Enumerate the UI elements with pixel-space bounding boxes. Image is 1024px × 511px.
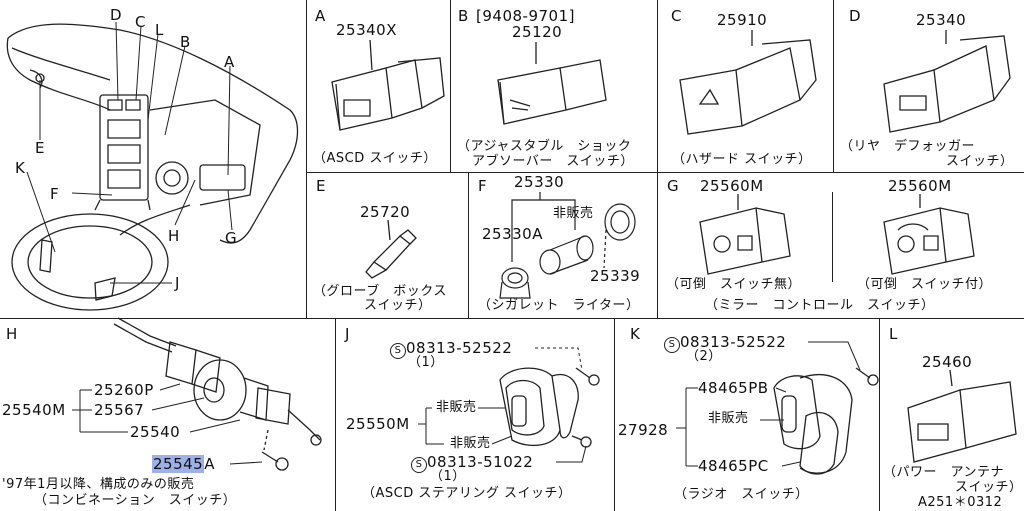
screw-symbol: S xyxy=(390,343,406,359)
part-number-25340x: 25340X xyxy=(336,21,397,39)
callout-letter-d: D xyxy=(110,6,122,24)
part-number-27928: 27928 xyxy=(618,421,669,439)
section-letter-a: A xyxy=(315,7,326,25)
section-letter-f: F xyxy=(478,177,487,195)
not-sold-2-j: 非販売 xyxy=(450,436,491,451)
callout-letter-h: H xyxy=(168,227,180,245)
part-number-25720: 25720 xyxy=(360,203,411,221)
part-number-25560m-right: 25560M xyxy=(888,177,952,195)
caption-b-line2: アブソーバー スイッチ） xyxy=(472,154,634,169)
callout-letter-a: A xyxy=(224,53,235,71)
caption-hazard-switch: （ハザード スイッチ） xyxy=(672,152,812,167)
divider xyxy=(833,0,835,172)
part-number-25330: 25330 xyxy=(514,173,565,191)
sub-caption-g-right: （可倒 スイッチ付） xyxy=(857,277,993,292)
callout-letter-l: L xyxy=(155,21,164,39)
divider xyxy=(335,318,337,511)
part-number-25560m-left: 25560M xyxy=(700,177,764,195)
part-number-25545a: 25545A xyxy=(152,455,215,473)
part-number-25340: 25340 xyxy=(916,11,967,29)
screw-symbol: S xyxy=(664,337,680,353)
caption-ascd-steering-switch: （ASCD ステアリング スイッチ） xyxy=(362,486,572,501)
part-number-25460: 25460 xyxy=(922,353,973,371)
caption-radio-switch: （ラジオ スイッチ） xyxy=(674,487,809,502)
callout-letter-b: B xyxy=(180,33,191,51)
section-letter-d: D xyxy=(849,7,861,25)
caption-d-line1: （リヤ デフォッガー xyxy=(840,139,976,154)
section-letter-l: L xyxy=(889,325,898,343)
caption-mirror-control-switch: （ミラー コントロール スイッチ） xyxy=(705,298,935,313)
part-number-25540m: 25540M xyxy=(2,401,66,419)
screw-part-number: 08313-51022 xyxy=(427,453,534,471)
callout-letter-g: G xyxy=(225,229,237,247)
not-sold-k: 非販売 xyxy=(708,411,749,426)
part-number-25120: 25120 xyxy=(512,23,563,41)
sub-divider xyxy=(832,192,834,282)
caption-d-line2: スイッチ） xyxy=(946,154,1014,169)
divider xyxy=(879,318,881,511)
caption-l-line1: （パワー アンテナ xyxy=(883,465,1004,480)
part-number-25910: 25910 xyxy=(717,11,768,29)
qty-bottom-j: （1） xyxy=(430,469,466,484)
callout-letter-f: F xyxy=(50,185,59,203)
caption-ascd-switch: （ASCD スイッチ） xyxy=(313,151,437,166)
section-letter-j: J xyxy=(345,325,350,343)
not-sold-1-j: 非販売 xyxy=(436,400,477,415)
callout-letter-c: C xyxy=(135,13,146,31)
divider xyxy=(450,0,452,172)
part-number-25339: 25339 xyxy=(590,267,641,285)
part-number-25540: 25540 xyxy=(130,423,181,441)
section-letter-c: C xyxy=(671,7,682,25)
divider xyxy=(614,318,616,511)
divider xyxy=(468,172,470,318)
callout-letter-k: K xyxy=(15,159,25,177)
caption-cigarette-lighter: （シガレット ライター） xyxy=(478,298,640,313)
screw-symbol: S xyxy=(411,457,427,473)
sub-caption-g-left: （可倒 スイッチ無） xyxy=(666,277,802,292)
dashboard-overview-illustration xyxy=(0,0,306,318)
divider xyxy=(0,318,1024,320)
caption-combination-switch: （コンビネーション スイッチ） xyxy=(34,493,237,508)
part-number-48465pb: 48465PB xyxy=(698,379,769,397)
screw-part-number: 08313-52522 xyxy=(406,339,513,357)
part-number-25330a: 25330A xyxy=(482,225,543,243)
date-range-b: [9408-9701] xyxy=(476,7,575,25)
part-suffix: A xyxy=(204,455,215,473)
screw-part-number: 08313-52522 xyxy=(680,333,787,351)
qty-k: （2） xyxy=(686,349,722,364)
part-number-25567: 25567 xyxy=(94,401,145,419)
divider xyxy=(306,0,308,318)
divider xyxy=(657,172,659,318)
section-letter-g: G xyxy=(667,177,679,195)
divider xyxy=(306,172,1024,174)
callout-letter-e: E xyxy=(35,139,45,157)
part-number-25260p: 25260P xyxy=(94,381,154,399)
callout-letter-j: J xyxy=(175,274,180,292)
part-number-48465pc: 48465PC xyxy=(698,457,769,475)
caption-b-line1: （アジャスタブル ショック xyxy=(457,139,632,154)
note-sale-change: '97年1月以降、構成のみの販売 xyxy=(2,477,195,492)
not-sold-label-f: 非販売 xyxy=(553,206,594,221)
caption-e-line1: （グローブ ボックス xyxy=(313,284,447,299)
highlighted-part-number: 25545 xyxy=(152,455,205,473)
section-letter-b: B xyxy=(458,7,469,25)
caption-l-line2: スイッチ） xyxy=(955,480,1023,495)
section-letter-k: K xyxy=(630,325,640,343)
section-letter-h: H xyxy=(6,325,18,343)
qty-top-j: （1） xyxy=(408,355,444,370)
section-letter-e: E xyxy=(316,177,326,195)
caption-e-line2: スイッチ） xyxy=(364,298,432,313)
divider xyxy=(657,0,659,172)
part-number-25550m: 25550M xyxy=(346,415,410,433)
diagram-code: A251＊0312 xyxy=(918,495,1003,510)
